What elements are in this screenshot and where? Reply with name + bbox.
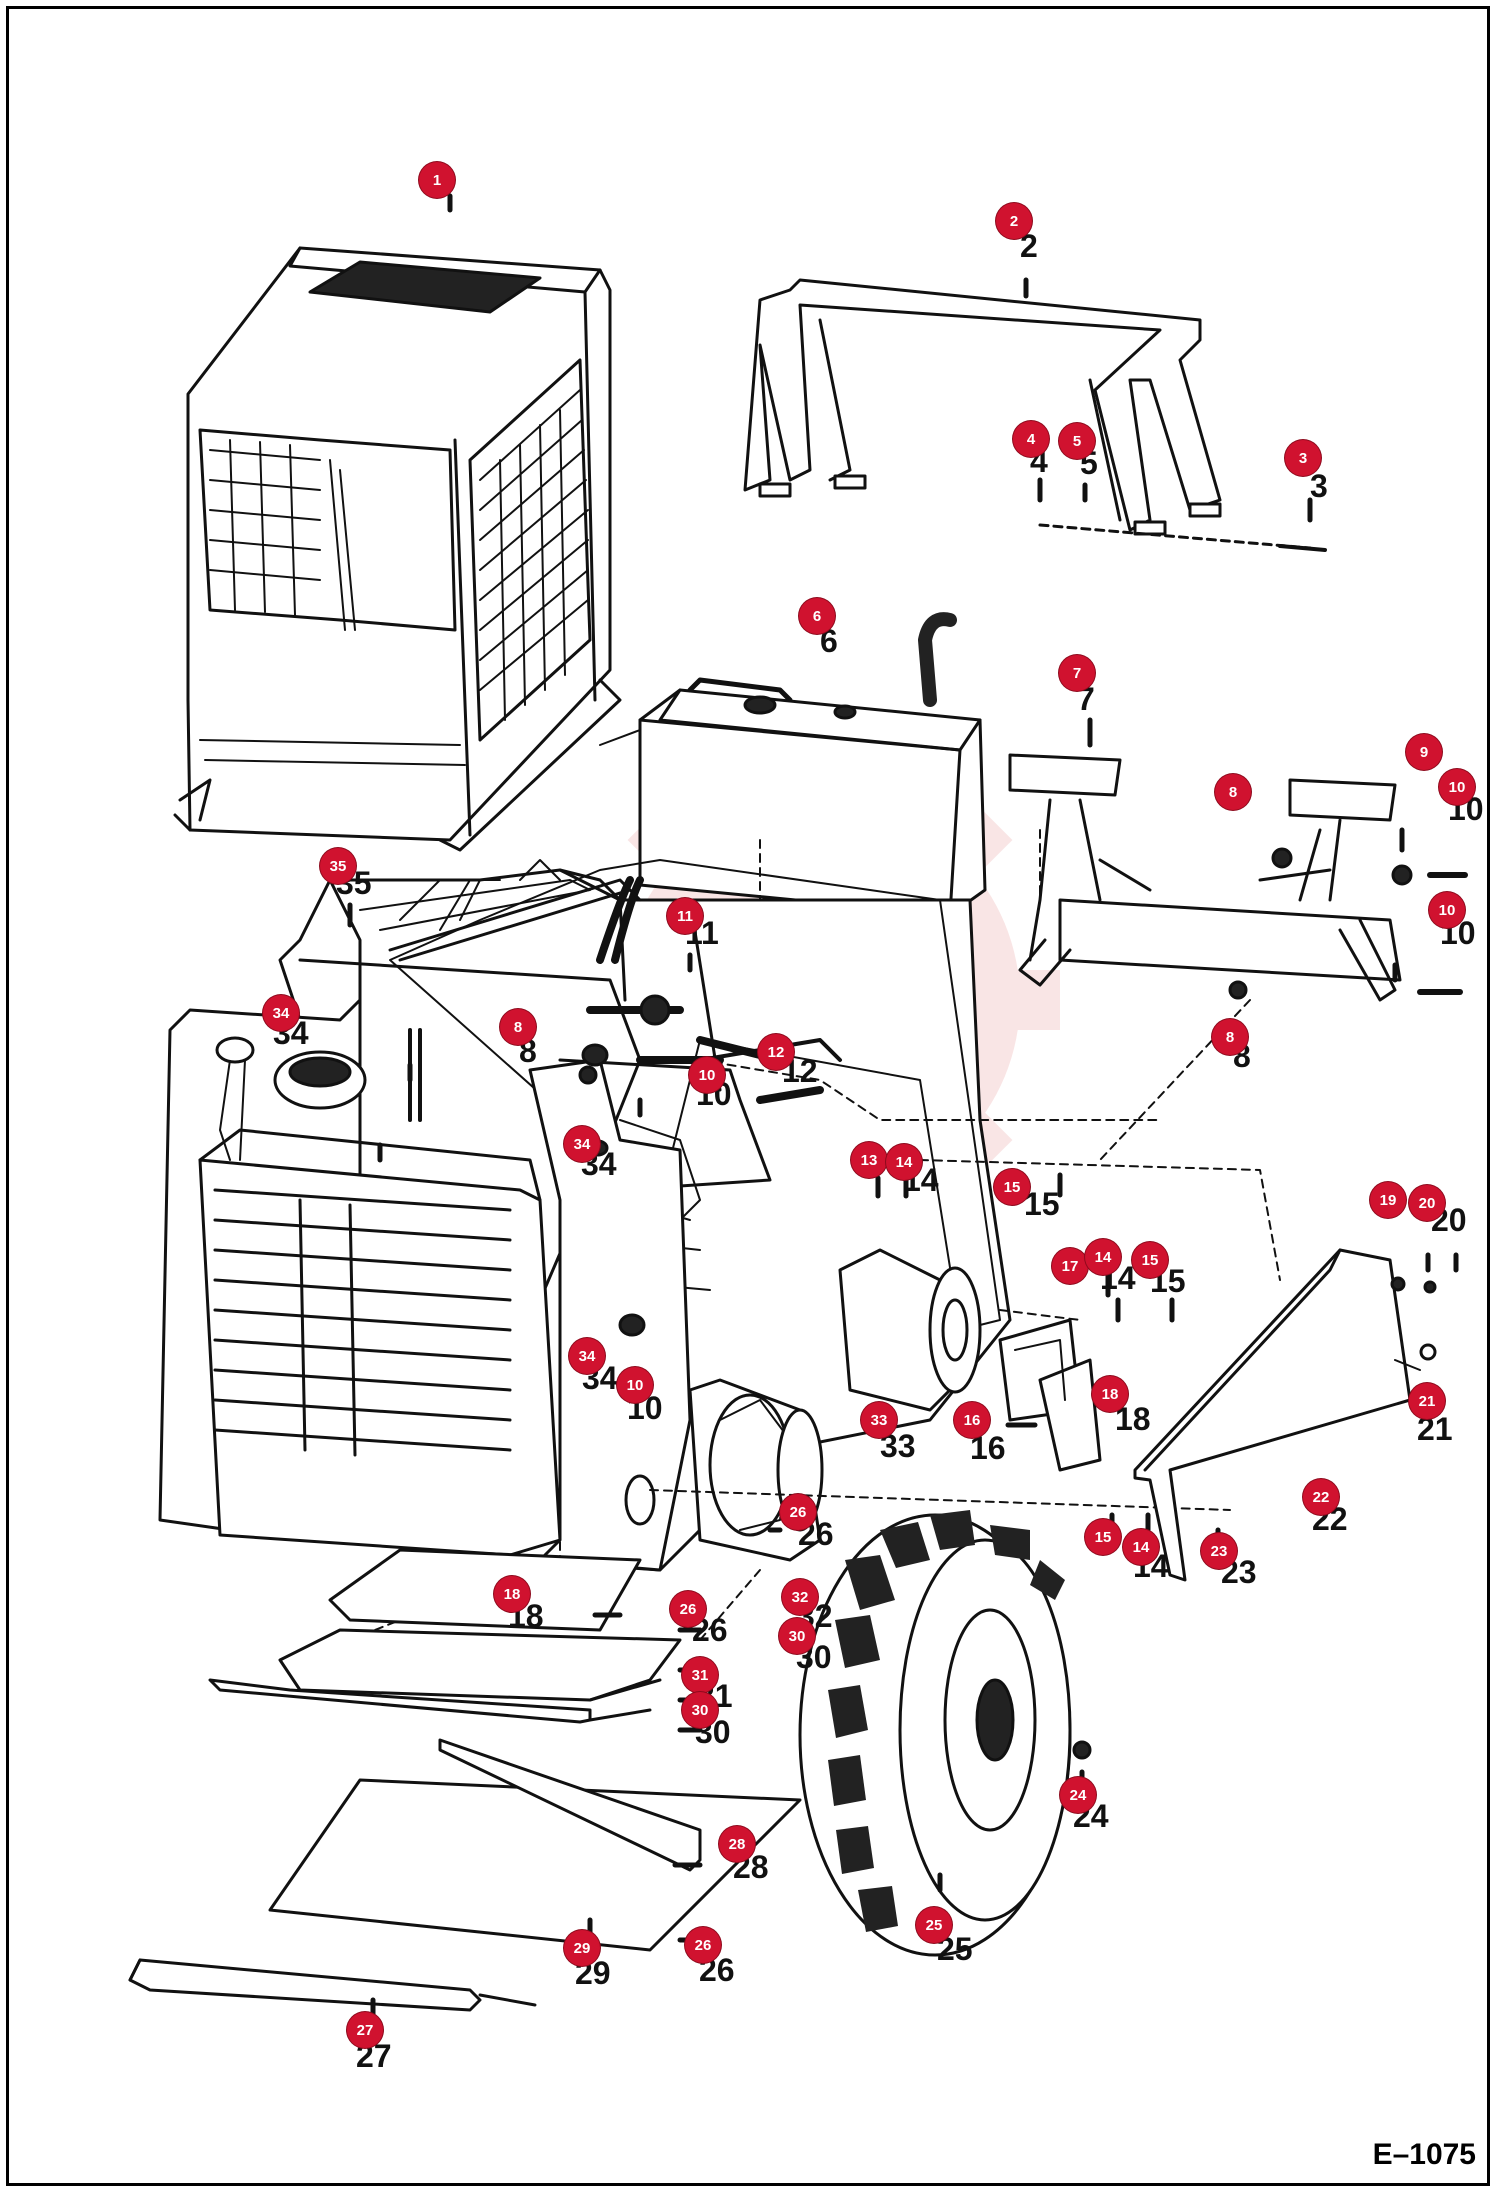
callout-marker[interactable]: 25 — [916, 1907, 952, 1943]
figure-number-label: 15 — [1024, 1186, 1060, 1222]
callout-marker[interactable]: 30 — [779, 1618, 815, 1654]
callout-marker[interactable]: 14 — [886, 1144, 922, 1180]
figure-number-label: 2 — [1020, 228, 1038, 264]
callout-marker[interactable]: 5 — [1059, 423, 1095, 459]
main-frame-chassis — [158, 829, 1281, 1661]
callout-marker[interactable]: 3 — [1285, 440, 1321, 476]
callout-marker[interactable]: 6 — [799, 598, 835, 634]
callout-marker[interactable]: 18 — [494, 1576, 530, 1612]
callout-marker[interactable]: 1 — [419, 162, 455, 198]
callout-marker[interactable]: 26 — [780, 1494, 816, 1530]
callout-marker[interactable]: 29 — [564, 1930, 600, 1966]
figure-number-label: 7 — [1077, 681, 1095, 717]
fuel-tank — [599, 612, 987, 917]
callout-marker[interactable]: 27 — [347, 2012, 383, 2048]
callout-marker[interactable]: 10 — [617, 1367, 653, 1403]
callout-marker[interactable]: 33 — [861, 1402, 897, 1438]
callout-marker[interactable]: 35 — [320, 848, 356, 884]
belly-pan-lower — [268, 1738, 802, 1952]
callout-marker[interactable]: 34 — [569, 1338, 605, 1374]
tilt-linkage-assembly — [1008, 753, 1468, 1161]
callout-marker[interactable]: 18 — [1092, 1376, 1128, 1412]
callout-marker[interactable]: 4 — [1013, 421, 1049, 457]
callout-marker[interactable]: 8 — [1212, 1019, 1248, 1055]
figure-number-label: 18 — [1115, 1401, 1151, 1437]
callout-marker[interactable]: 16 — [954, 1402, 990, 1438]
side-shield — [1133, 1248, 1437, 1582]
callout-marker[interactable]: 7 — [1059, 655, 1095, 691]
callout-marker[interactable]: 9 — [1406, 734, 1442, 770]
callout-marker[interactable]: 8 — [500, 1009, 536, 1045]
callout-marker[interactable]: 11 — [667, 898, 703, 934]
callout-marker[interactable]: 31 — [682, 1657, 718, 1693]
callout-marker[interactable]: 34 — [263, 995, 299, 1031]
callout-marker[interactable]: 15 — [1085, 1519, 1121, 1555]
callout-marker[interactable]: 21 — [1409, 1383, 1445, 1419]
callout-marker[interactable]: 34 — [564, 1126, 600, 1162]
callout-marker[interactable]: 10 — [1429, 892, 1465, 928]
rear-cross-frame — [743, 278, 1327, 552]
callout-marker[interactable]: 22 — [1303, 1479, 1339, 1515]
callout-marker[interactable]: 15 — [994, 1169, 1030, 1205]
callout-marker[interactable]: 28 — [719, 1826, 755, 1862]
callout-marker[interactable]: 30 — [682, 1692, 718, 1728]
operator-cab — [173, 246, 622, 852]
callout-marker[interactable]: 8 — [1215, 774, 1251, 810]
callout-marker[interactable]: 20 — [1409, 1185, 1445, 1221]
callout-marker[interactable]: 32 — [782, 1579, 818, 1615]
callout-marker[interactable]: 24 — [1060, 1777, 1096, 1813]
callout-marker[interactable]: 10 — [1439, 769, 1475, 805]
callout-marker[interactable]: 23 — [1201, 1533, 1237, 1569]
callout-marker[interactable]: 19 — [1370, 1182, 1406, 1218]
callout-marker[interactable]: 15 — [1132, 1242, 1168, 1278]
callout-marker[interactable]: 2 — [996, 203, 1032, 239]
figure-number-label: 3 — [1310, 468, 1328, 504]
callout-marker[interactable]: 26 — [670, 1591, 706, 1627]
callout-marker[interactable]: 14 — [1085, 1239, 1121, 1275]
callout-marker[interactable]: 12 — [758, 1034, 794, 1070]
callout-marker[interactable]: 13 — [851, 1142, 887, 1178]
callout-marker[interactable]: 10 — [689, 1057, 725, 1093]
figure-code: E–1075 — [1372, 2138, 1476, 2171]
belly-pan-upper — [208, 1548, 682, 1724]
tire-and-wheel — [798, 1510, 1092, 1957]
callout-marker[interactable]: 26 — [685, 1927, 721, 1963]
figure-number-label: 6 — [820, 623, 838, 659]
callout-marker[interactable]: 14 — [1123, 1529, 1159, 1565]
mounting-bracket — [998, 1318, 1102, 1472]
callout-marker[interactable]: 17 — [1052, 1248, 1088, 1284]
rear-bumper-bar — [128, 1958, 537, 2012]
